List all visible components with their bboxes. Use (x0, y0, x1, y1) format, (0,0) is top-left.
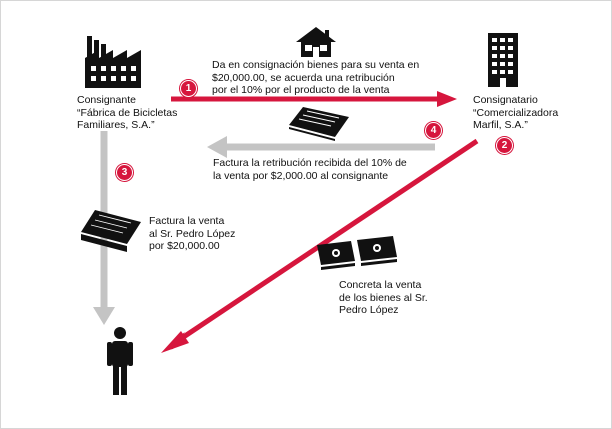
step-2-line: de los bienes al Sr. (339, 291, 428, 304)
step-1-label: Da en consignación bienes para su venta … (212, 59, 419, 97)
invoice-stack-icon (285, 105, 351, 146)
consignatario-line: Marfil, S.A.” (473, 119, 528, 131)
step-4-label: Factura la retribución recibida del 10% … (213, 157, 407, 182)
step-2-line: Concreta la venta (339, 279, 422, 291)
banknotes-icon (315, 235, 399, 276)
arrow-step-2 (161, 138, 479, 353)
step-1-line: Da en consignación bienes para su venta … (212, 59, 420, 71)
banknote-stack (317, 241, 356, 270)
consignante-line: Familiares, S.A.” (77, 119, 155, 131)
step-1-badge: 1 (180, 80, 197, 97)
consignatario-line: “Comercializadora (473, 106, 559, 119)
step-2-label: Concreta la venta de los bienes al Sr. P… (339, 279, 428, 317)
step-3-badge: 3 (116, 164, 133, 181)
consignatario-line: Consignatario (473, 94, 538, 106)
step-3-line: al Sr. Pedro López (149, 227, 236, 240)
consignante-label: Consignante “Fábrica de Bicicletas Famil… (77, 94, 177, 132)
step-4-badge: 4 (425, 122, 442, 139)
step-3-line: Factura la venta (149, 215, 225, 227)
step-3-label: Factura la venta al Sr. Pedro López por … (149, 215, 235, 253)
step-2-badge: 2 (496, 137, 513, 154)
factory-icon (83, 34, 147, 93)
step-3-line: por $20,000.00 (149, 240, 220, 252)
arrow-step-1 (171, 91, 457, 107)
step-4-line: la venta por $2,000.00 al consignante (213, 169, 389, 182)
consignante-line: “Fábrica de Bicicletas (77, 106, 178, 119)
office-building-icon (486, 31, 520, 92)
house-icon (295, 26, 337, 63)
invoice-stack-icon (77, 208, 143, 257)
consignatario-label: Consignatario “Comercializadora Marfil, … (473, 94, 558, 132)
consignante-line: Consignante (77, 94, 136, 106)
step-4-line: Factura la retribución recibida del 10% … (213, 157, 407, 169)
person-icon (107, 327, 133, 402)
arrow-step-4 (207, 136, 435, 158)
banknote-stack (357, 236, 398, 266)
step-1-line: $20,000.00, se acuerda una retribución (212, 71, 395, 84)
step-2-line: Pedro López (339, 304, 399, 316)
step-1-line: por el 10% por el producto de la venta (212, 84, 390, 96)
